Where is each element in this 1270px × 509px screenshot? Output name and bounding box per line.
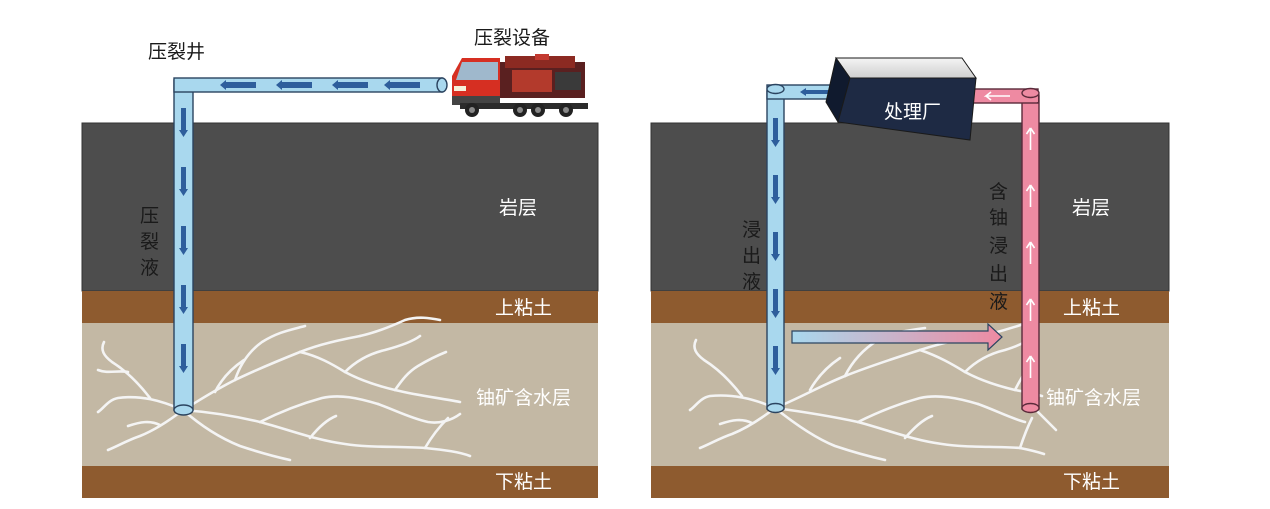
lower-clay-label: 下粘土 — [1063, 471, 1120, 493]
svg-text:液: 液 — [140, 257, 159, 279]
production-flow-arrows — [983, 91, 1036, 378]
upper-clay-layer — [651, 291, 1169, 323]
treatment-plant-box-icon — [825, 56, 977, 141]
leachate-flow-arrows — [771, 88, 832, 375]
flow-arrows-horizontal — [220, 80, 420, 90]
svg-text:浸: 浸 — [989, 235, 1008, 257]
plant-label: 处理厂 — [884, 101, 941, 123]
lower-clay-label: 下粘土 — [495, 471, 552, 493]
aquifer-flow-arrow — [791, 322, 1003, 352]
aquifer-layer — [651, 323, 1169, 466]
rock-layer-label: 岩层 — [499, 197, 537, 219]
flow-arrows-vertical — [179, 108, 188, 373]
well-label: 压裂井 — [148, 41, 205, 63]
uranium-leachate-label: 含 铀 浸 出 液 — [989, 181, 1008, 313]
svg-text:裂: 裂 — [140, 231, 159, 253]
svg-text:铀: 铀 — [989, 207, 1008, 229]
rock-layer-label: 岩层 — [1072, 197, 1110, 219]
fracturing-truck-icon — [452, 54, 588, 117]
svg-text:出: 出 — [989, 263, 1008, 285]
fracturing-fluid-label: 压 裂 液 — [140, 205, 159, 279]
aquifer-label: 铀矿含水层 — [476, 387, 571, 409]
equipment-label: 压裂设备 — [474, 27, 550, 49]
svg-text:液: 液 — [989, 291, 1008, 313]
rock-layer — [81, 122, 599, 292]
svg-text:液: 液 — [742, 271, 761, 293]
svg-text:压: 压 — [140, 205, 159, 227]
svg-text:含: 含 — [989, 181, 1008, 203]
right-panel: 处理厂 浸 出 液 含 铀 浸 出 液 岩层 上粘土 铀矿含水层 下粘土 — [650, 56, 1170, 498]
aquifer-label: 铀矿含水层 — [1046, 387, 1141, 409]
left-panel: 压裂井 压裂设备 压 裂 液 岩层 上粘土 铀矿含水层 下粘土 — [81, 27, 599, 498]
rock-layer — [650, 122, 1170, 292]
production-pipe — [967, 87, 1040, 414]
upper-clay-label: 上粘土 — [1063, 297, 1120, 319]
svg-text:浸: 浸 — [742, 219, 761, 241]
upper-clay-layer — [82, 291, 598, 323]
fracture-network — [96, 316, 472, 462]
upper-clay-label: 上粘土 — [495, 297, 552, 319]
lower-clay-layer — [651, 466, 1169, 498]
leachate-label: 浸 出 液 — [742, 219, 761, 293]
svg-text:出: 出 — [742, 245, 761, 267]
lower-clay-layer — [82, 466, 598, 498]
